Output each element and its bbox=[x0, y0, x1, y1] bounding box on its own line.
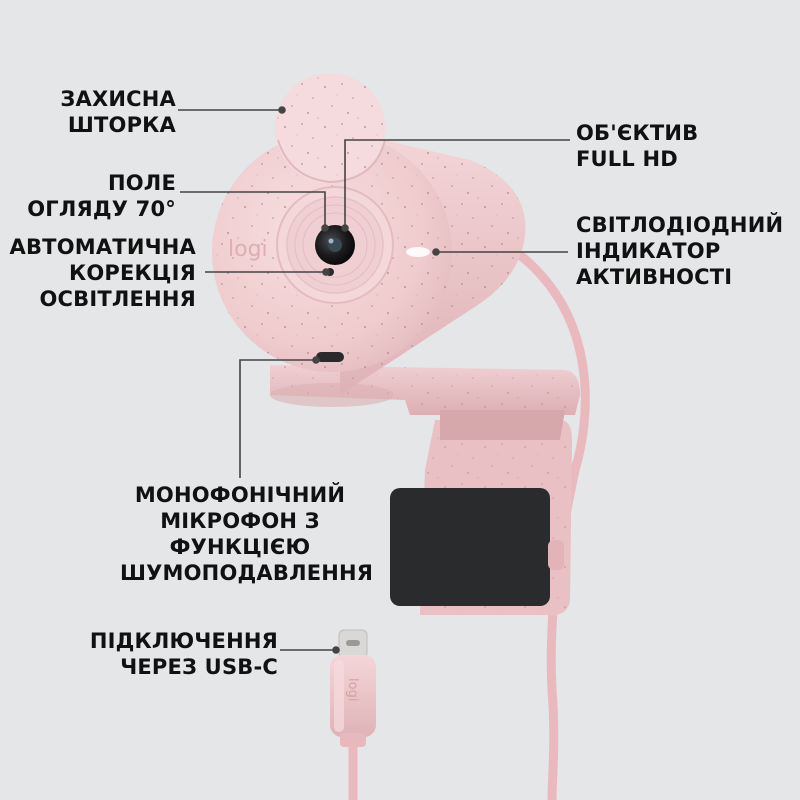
callout-lens: ОБ'ЄКТИВ FULL HD bbox=[576, 121, 699, 171]
camera-body bbox=[212, 73, 526, 407]
callout-privacy-shutter: ЗАХИСНА ШТОРКА bbox=[60, 87, 176, 137]
callout-usb-c: ПІДКЛЮЧЕННЯ ЧЕРЕЗ USB-C bbox=[89, 629, 278, 679]
callout-led: СВІТЛОДІОДНИЙ ІНДИКАТОР АКТИВНОСТІ bbox=[576, 213, 784, 289]
usb-c-connector bbox=[330, 629, 376, 747]
privacy-shutter[interactable] bbox=[275, 73, 386, 184]
callout-auto-light-correction: АВТОМАТИЧНА КОРЕКЦІЯ ОСВІТЛЕННЯ bbox=[9, 235, 196, 311]
leader-fov bbox=[180, 191, 326, 228]
connector-logo: logi bbox=[345, 678, 360, 701]
leader-mic bbox=[239, 359, 316, 478]
camera-logo: logi bbox=[228, 237, 268, 262]
clip-pad bbox=[390, 488, 550, 606]
callout-field-of-view: ПОЛЕ ОГЛЯДУ 70° bbox=[27, 171, 176, 221]
microphone-grill bbox=[316, 352, 344, 362]
leader-lens bbox=[344, 139, 570, 228]
activity-led bbox=[406, 247, 430, 257]
leader-lines bbox=[178, 106, 570, 654]
callout-microphone: МОНОФОНІЧНИЙ МІКРОФОН З ФУНКЦІЄЮ ШУМОПОД… bbox=[120, 483, 374, 585]
